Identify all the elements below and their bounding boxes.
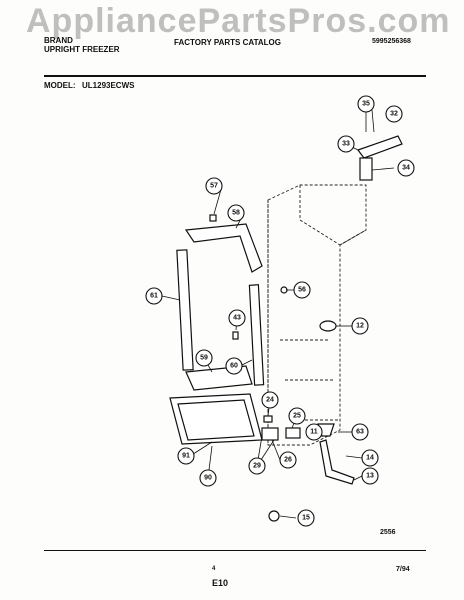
svg-text:32: 32 [390,111,398,118]
svg-text:35: 35 [362,101,370,108]
svg-text:34: 34 [402,165,410,172]
svg-text:26: 26 [284,457,292,464]
callout-60: 60 [225,357,243,375]
svg-text:29: 29 [253,463,261,470]
svg-text:12: 12 [356,323,364,330]
page-code: E10 [212,578,229,588]
catalog-number: 5995256368 [372,38,411,45]
svg-text:14: 14 [366,455,374,462]
page-marker: 4 [212,566,216,572]
callout-35: 35 [357,95,375,113]
svg-text:25: 25 [293,413,301,420]
callout-33: 33 [337,135,355,153]
callout-29: 29 [248,457,266,475]
callout-14: 14 [361,449,379,467]
product-label: UPRIGHT FREEZER [44,45,120,54]
leader-lines [161,143,395,519]
callout-12: 12 [351,317,369,335]
svg-text:61: 61 [150,293,158,300]
callout-58: 58 [227,204,245,222]
hinge-assembly [357,109,403,181]
svg-text:63: 63 [356,429,364,436]
callout-59: 59 [195,349,213,367]
door-gaskets [176,223,265,391]
callout-26: 26 [279,451,297,469]
svg-text:56: 56 [298,287,306,294]
callout-15: 15 [297,509,315,527]
cabinet-outline [267,184,367,446]
svg-text:58: 58 [232,210,240,217]
watermark: AppliancePartsPros.com [26,2,451,40]
callout-24: 24 [261,391,279,409]
callout-56: 56 [293,281,311,299]
callout-25: 25 [288,407,306,425]
date-label: 7/94 [396,566,410,573]
callout-61: 61 [145,287,163,305]
diagram-number: 2556 [380,529,396,536]
bottom-grille [169,393,263,445]
callout-90: 90 [199,469,217,487]
svg-text:90: 90 [204,475,212,482]
callout-32: 32 [385,105,403,123]
svg-text:59: 59 [200,355,208,362]
model-label: MODEL: [44,81,76,90]
callout-91: 91 [177,447,195,465]
callout-43: 43 [228,309,246,327]
callout-11: 11 [305,423,323,441]
footer-rule [44,550,426,551]
svg-text:43: 43 [233,315,241,322]
svg-text:24: 24 [266,397,274,404]
svg-text:60: 60 [230,363,238,370]
svg-text:57: 57 [210,183,218,190]
model-number: UL1293ECWS [82,81,135,90]
callout-13: 13 [361,467,379,485]
svg-text:11: 11 [310,429,318,436]
svg-text:91: 91 [182,453,190,460]
svg-text:33: 33 [342,141,350,148]
header-rule [44,75,426,77]
callout-63: 63 [351,423,369,441]
brand-label: BRAND [44,36,73,45]
svg-text:13: 13 [366,473,374,480]
svg-text:15: 15 [302,515,310,522]
callout-34: 34 [397,159,415,177]
callout-57: 57 [205,177,223,195]
catalog-title: FACTORY PARTS CATALOG [174,38,281,47]
